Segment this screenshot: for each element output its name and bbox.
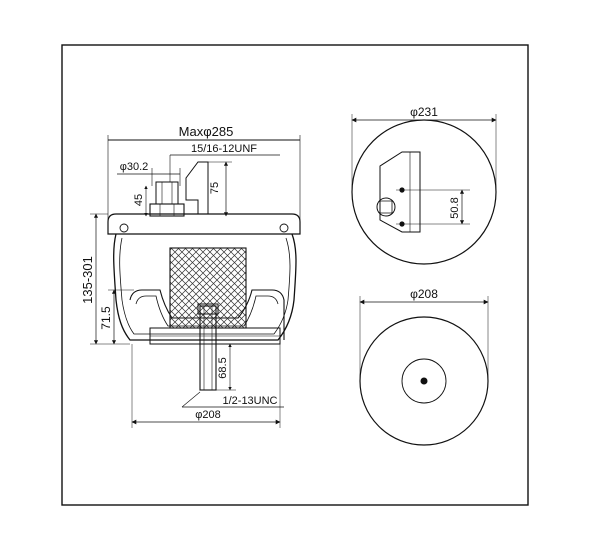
drawing-frame (61, 44, 529, 506)
center-ring (401, 358, 447, 404)
center-hole (420, 377, 428, 385)
bottom-bolt (199, 305, 217, 391)
top-stud-circle (376, 197, 396, 217)
base-diameter-label: φ208 (195, 409, 221, 421)
top-view-diameter-label: φ231 (410, 105, 438, 119)
top-plate-circle (351, 119, 497, 265)
top-bracket (185, 161, 209, 215)
top-bracket-outline (379, 151, 421, 233)
side-view: Maxφ285 15/16-12UNF φ30.2 75 45 (80, 124, 301, 428)
top-plate (107, 213, 301, 235)
base-circle (359, 316, 489, 446)
stud-length-label: 45 (133, 194, 145, 206)
height-range-label: 135-301 (80, 256, 95, 304)
bottom-thread-label: 1/2-13UNC (222, 395, 277, 407)
stud-height-label: 75 (209, 182, 221, 194)
top-nut (149, 203, 185, 217)
top-thread-label: 15/16-12UNF (191, 143, 257, 155)
bottom-view: φ208 (359, 287, 489, 446)
top-view: φ231 50.8 (351, 105, 497, 265)
piston-block (169, 247, 247, 329)
bottom-view-diameter-label: φ208 (410, 287, 438, 301)
piston-base (129, 289, 285, 340)
top-stud (155, 181, 179, 205)
bolt-length-label: 68.5 (217, 357, 229, 378)
bolt-spacing-label: 50.8 (449, 197, 461, 218)
max-diameter-label: Maxφ285 (179, 124, 234, 139)
stud-diameter-label: φ30.2 (120, 161, 149, 173)
piston-height-label: 71.5 (99, 306, 113, 330)
